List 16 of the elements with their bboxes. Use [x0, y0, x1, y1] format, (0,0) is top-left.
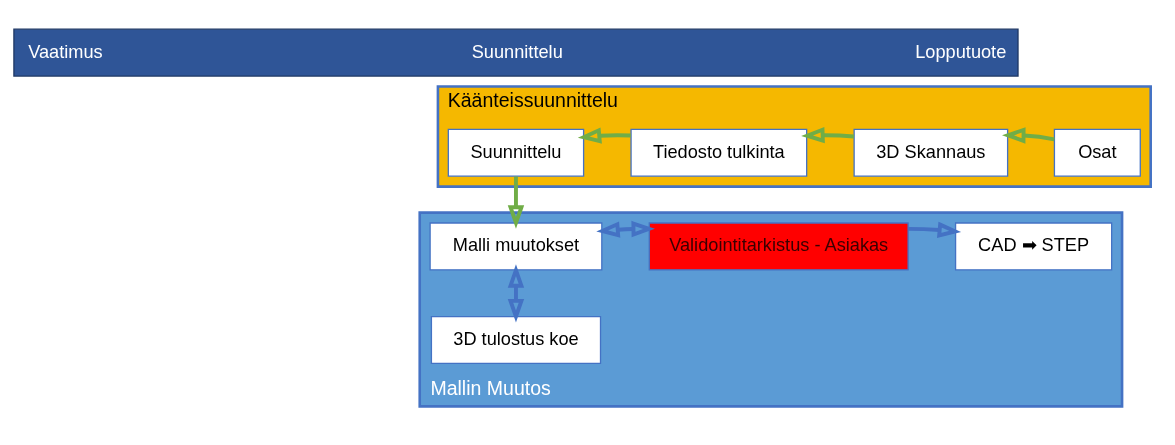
- arrow: [507, 176, 525, 229]
- arrow: [908, 221, 962, 238]
- node-box: Vaatimus Suunnittelu Lopputuote: [13, 28, 1019, 77]
- node-box: 3D Skannaus: [853, 128, 1009, 177]
- node-box: 3D tulostus koe: [430, 315, 602, 364]
- arrow: [507, 263, 525, 322]
- node-box: Suunnittelu: [447, 128, 585, 177]
- arrow: [1002, 126, 1055, 144]
- node-box: CAD ➡ STEP: [954, 221, 1113, 270]
- arrow: [596, 220, 655, 238]
- arrow: [577, 126, 631, 144]
- node-box: Osat: [1053, 128, 1141, 177]
- node-box: Malli muutokset: [429, 221, 603, 270]
- node-box: Validointitarkistus - Asiakas: [648, 221, 909, 270]
- arrow: [801, 126, 855, 143]
- node-box: Tiedosto tulkinta: [630, 128, 808, 177]
